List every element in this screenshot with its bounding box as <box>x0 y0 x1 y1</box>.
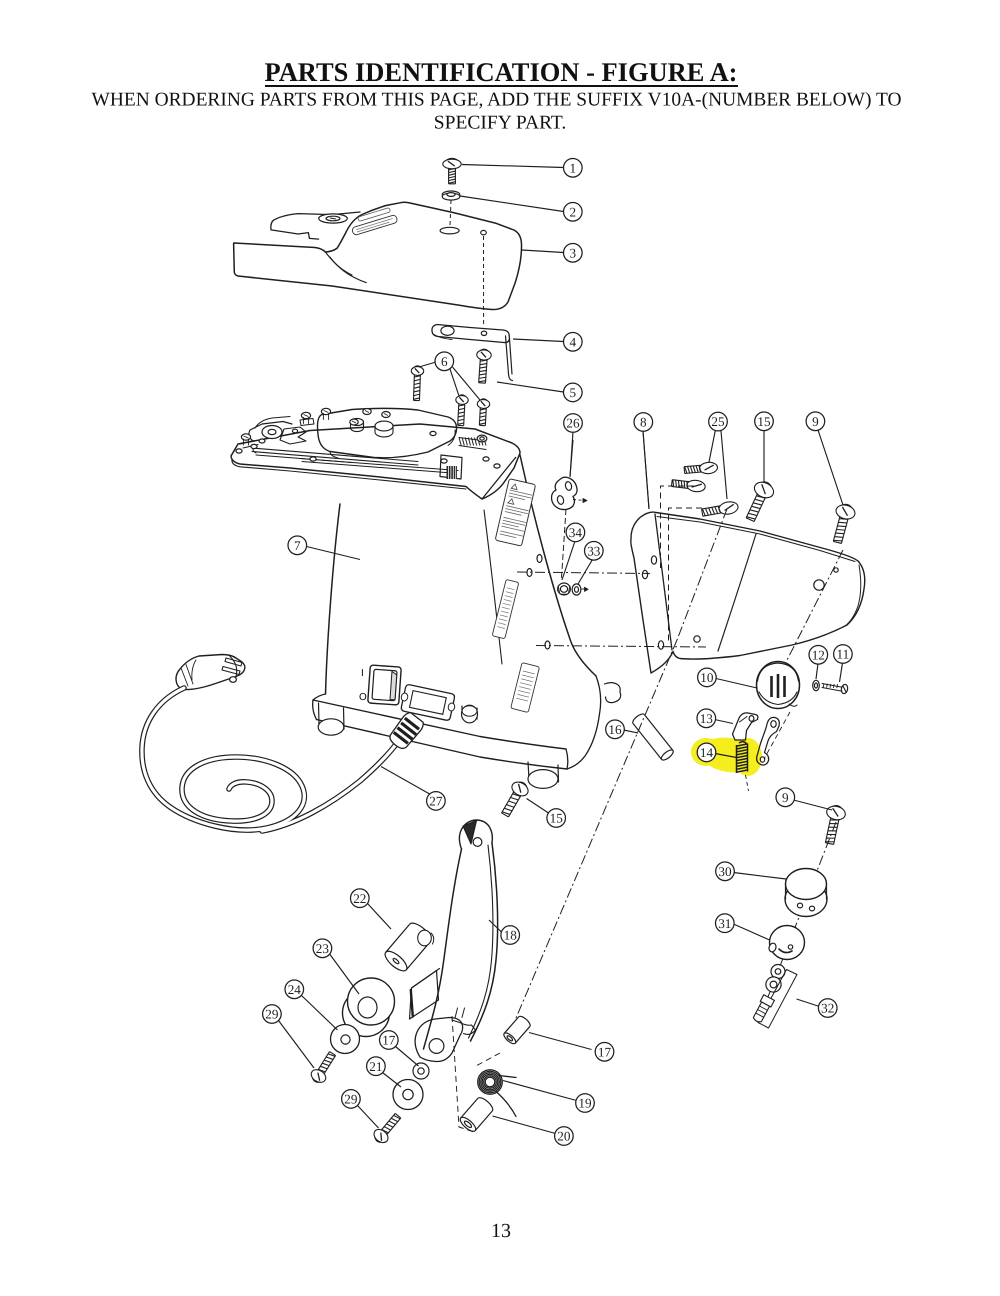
svg-text:4: 4 <box>570 334 577 349</box>
svg-text:32: 32 <box>821 1001 834 1016</box>
svg-text:30: 30 <box>718 864 732 879</box>
svg-text:7: 7 <box>294 538 301 553</box>
svg-text:19: 19 <box>578 1096 592 1111</box>
svg-text:SPECIFY PART.: SPECIFY PART. <box>434 113 567 134</box>
svg-text:2: 2 <box>570 204 577 219</box>
svg-text:25: 25 <box>711 414 725 429</box>
svg-text:5: 5 <box>570 385 577 400</box>
svg-text:12: 12 <box>812 647 825 662</box>
svg-text:24: 24 <box>288 982 302 997</box>
svg-text:14: 14 <box>700 745 714 760</box>
svg-text:33: 33 <box>587 543 601 558</box>
svg-text:31: 31 <box>718 916 731 931</box>
svg-text:9: 9 <box>812 414 819 429</box>
svg-text:26: 26 <box>566 416 580 431</box>
svg-text:8: 8 <box>640 415 647 430</box>
svg-text:1: 1 <box>570 160 577 175</box>
svg-text:6: 6 <box>441 354 448 369</box>
svg-text:I: I <box>361 668 364 679</box>
svg-text:29: 29 <box>344 1092 358 1107</box>
svg-text:29: 29 <box>265 1007 279 1022</box>
svg-text:23: 23 <box>316 941 330 956</box>
svg-text:17: 17 <box>598 1044 612 1059</box>
svg-text:34: 34 <box>569 525 583 540</box>
svg-text:15: 15 <box>757 414 771 429</box>
svg-text:15: 15 <box>550 811 564 826</box>
svg-text:13: 13 <box>700 711 714 726</box>
svg-text:WHEN ORDERING PARTS FROM THIS: WHEN ORDERING PARTS FROM THIS PAGE, ADD … <box>92 90 902 111</box>
svg-text:21: 21 <box>369 1059 382 1074</box>
svg-text:10: 10 <box>700 670 714 685</box>
svg-text:18: 18 <box>504 928 518 943</box>
svg-text:17: 17 <box>382 1033 396 1048</box>
svg-text:O: O <box>359 692 367 703</box>
svg-text:20: 20 <box>557 1129 571 1144</box>
svg-text:16: 16 <box>608 722 622 737</box>
svg-text:PARTS IDENTIFICATION - FIGURE: PARTS IDENTIFICATION - FIGURE A: <box>265 57 738 87</box>
svg-text:22: 22 <box>353 891 366 906</box>
svg-text:9: 9 <box>782 790 789 805</box>
svg-text:11: 11 <box>837 647 850 662</box>
svg-text:27: 27 <box>429 794 443 809</box>
svg-text:13: 13 <box>491 1220 511 1242</box>
svg-text:3: 3 <box>570 245 577 260</box>
